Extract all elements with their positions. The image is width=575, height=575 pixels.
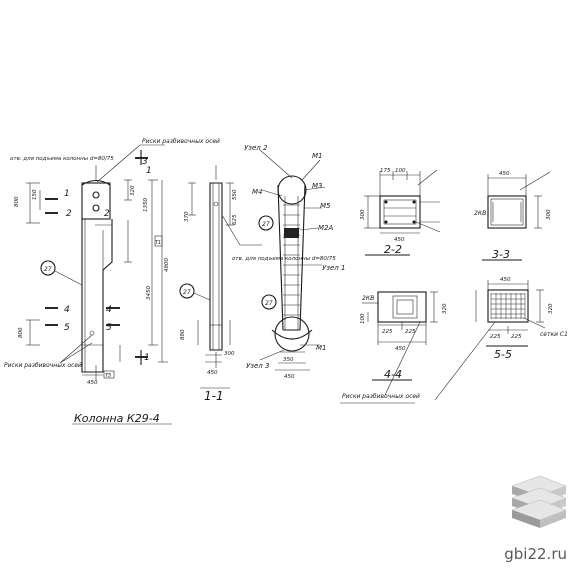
watermark-text: gbi22.ru <box>504 545 567 563</box>
dim-175: 175 <box>380 168 391 174</box>
note-axis-marks-bottom: Риски разбивочных осей <box>342 393 420 400</box>
mark-m5: М5 <box>320 202 331 210</box>
dim-3450: 3450 <box>146 286 152 300</box>
dim-625: 625 <box>232 214 238 225</box>
dim-225-4-4-right: 225 <box>405 329 416 335</box>
dim-880: 880 <box>180 329 186 340</box>
node-label-1: Узел 1 <box>322 264 345 272</box>
dim-300-2-2: 300 <box>360 209 366 220</box>
dim-150: 150 <box>32 189 38 200</box>
note-hole-top: отв. для подъема колонны d=80/75 <box>10 156 114 162</box>
dim-550: 550 <box>232 189 238 200</box>
dim-100-4-4: 100 <box>360 313 366 324</box>
cut-label-1-bottom: 1 <box>144 353 150 363</box>
callout-27-cage-top: 27 <box>262 221 270 228</box>
dim-225-4-4-left: 225 <box>382 329 393 335</box>
callout-27-section: 27 <box>183 289 191 296</box>
drawing-title: Колонна К29-4 <box>74 412 160 425</box>
column-front-view <box>26 144 168 380</box>
dim-320-5-5: 320 <box>548 303 554 314</box>
dim-450-cage: 450 <box>284 374 295 380</box>
dim-300-3-3: 300 <box>546 209 552 220</box>
cut-label-1-top: 1 <box>146 166 152 176</box>
dim-225-5-5-left: 225 <box>490 334 501 340</box>
dim-370: 370 <box>184 211 190 222</box>
section-label-2-2: 2-2 <box>384 243 402 256</box>
dim-450-5-5: 450 <box>500 277 511 283</box>
section-4-4 <box>362 291 438 396</box>
logo-icon <box>511 475 567 528</box>
cut-label-5: 5 <box>64 323 70 333</box>
reinforcement-cage <box>258 149 326 371</box>
note-hole-mid: отв. для подъема колонны d=80/75 <box>232 256 336 262</box>
mesh-grid <box>490 293 526 319</box>
mark-m1-top: М1 <box>312 152 323 160</box>
cut-label-1: 1 <box>64 189 70 199</box>
dim-4800: 4800 <box>164 258 170 272</box>
dim-100: 100 <box>395 168 406 174</box>
section-3-3 <box>482 171 551 261</box>
dim-800-bottom: 800 <box>18 327 24 338</box>
tag-t5: Т5 <box>105 373 111 379</box>
dim-450-3-3: 450 <box>499 171 510 177</box>
dim-350: 350 <box>283 357 294 363</box>
cut-label-4-right: 4 <box>106 305 112 315</box>
callout-27-front: 27 <box>44 266 52 273</box>
node-label-2: Узел 2 <box>244 144 268 152</box>
dim-320: 320 <box>130 185 136 196</box>
mark-m4: М4 <box>252 188 263 196</box>
section-label-1-1: 1-1 <box>204 389 224 403</box>
section-label-5-5: 5-5 <box>494 348 512 361</box>
dim-450-4-4: 450 <box>395 346 406 352</box>
dim-450-2-2: 450 <box>394 237 405 243</box>
note-axis-marks-left: Риски разбивочных осей <box>4 362 82 369</box>
dim-800-top: 800 <box>14 196 20 207</box>
dim-225-5-5-right: 225 <box>511 334 522 340</box>
cut-label-2: 2 <box>66 209 72 219</box>
section-label-3-3: 3-3 <box>492 248 510 261</box>
section-5-5 <box>434 280 546 401</box>
dim-320-4-4: 320 <box>442 303 448 314</box>
mark-2kv-4-4: 2КВ <box>362 295 374 302</box>
note-mesh: сетки С1 <box>540 331 568 338</box>
section-label-4-4: 4-4 <box>384 368 402 381</box>
node-label-3: Узел 3 <box>246 362 269 370</box>
cut-label-3: 3 <box>142 157 148 167</box>
cut-label-5-right: 5 <box>106 323 112 333</box>
note-axis-marks-top: Риски разбивочных осей <box>142 138 220 145</box>
callout-27-cage-bottom: 27 <box>265 300 273 307</box>
dim-450-section: 450 <box>207 370 218 376</box>
dim-300: 300 <box>224 351 235 357</box>
text-layer: Риски разбивочных осей отв. для подъема … <box>4 138 568 425</box>
tag-t1: Т1 <box>155 240 161 246</box>
cut-label-2-right: 2 <box>104 209 110 219</box>
dim-1350: 1350 <box>143 198 149 212</box>
section-2-2 <box>364 169 441 256</box>
cut-label-4: 4 <box>64 305 70 315</box>
column-section-1-1 <box>179 165 262 389</box>
dim-450-front: 450 <box>87 380 98 386</box>
mark-m2a: М2А <box>318 224 333 232</box>
mark-m1-bottom: М1 <box>316 344 327 352</box>
mark-2kv-3-3: 2КВ <box>474 210 486 217</box>
mark-m3: М3 <box>312 182 323 190</box>
